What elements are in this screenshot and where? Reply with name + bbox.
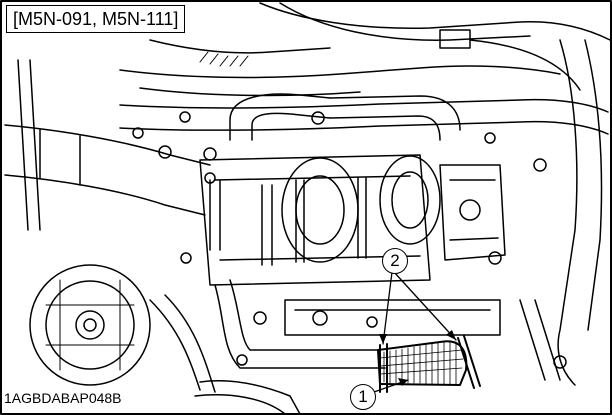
wiring-harness — [199, 380, 301, 415]
exhaust-manifold — [199, 154, 431, 286]
right-frame — [557, 39, 578, 386]
model-label: [M5N-091, M5N-111] — [6, 5, 186, 33]
hatch-marks — [199, 51, 249, 67]
compressor-housing — [439, 164, 506, 261]
bracket-plate — [284, 299, 501, 336]
leader-arrowheads — [379, 330, 456, 386]
turbo-housing-left — [281, 157, 359, 263]
left-intake-hose — [4, 124, 211, 166]
turbo-housing-right — [379, 155, 441, 245]
alternator — [29, 264, 151, 386]
hose-clamp-right — [457, 335, 481, 389]
upper-pipe-a — [229, 93, 331, 141]
figure-code: 1AGBDABAP048B — [4, 389, 126, 407]
callout-2: 2 — [382, 248, 408, 274]
cross-pipe — [119, 98, 609, 113]
lower-duct — [229, 279, 381, 351]
top-intake — [259, 2, 611, 41]
manifold-studs — [209, 177, 367, 266]
bolts — [132, 111, 567, 369]
callout-1: 1 — [350, 384, 376, 410]
hose-clamp-left — [379, 343, 388, 393]
target-hose — [377, 335, 481, 393]
